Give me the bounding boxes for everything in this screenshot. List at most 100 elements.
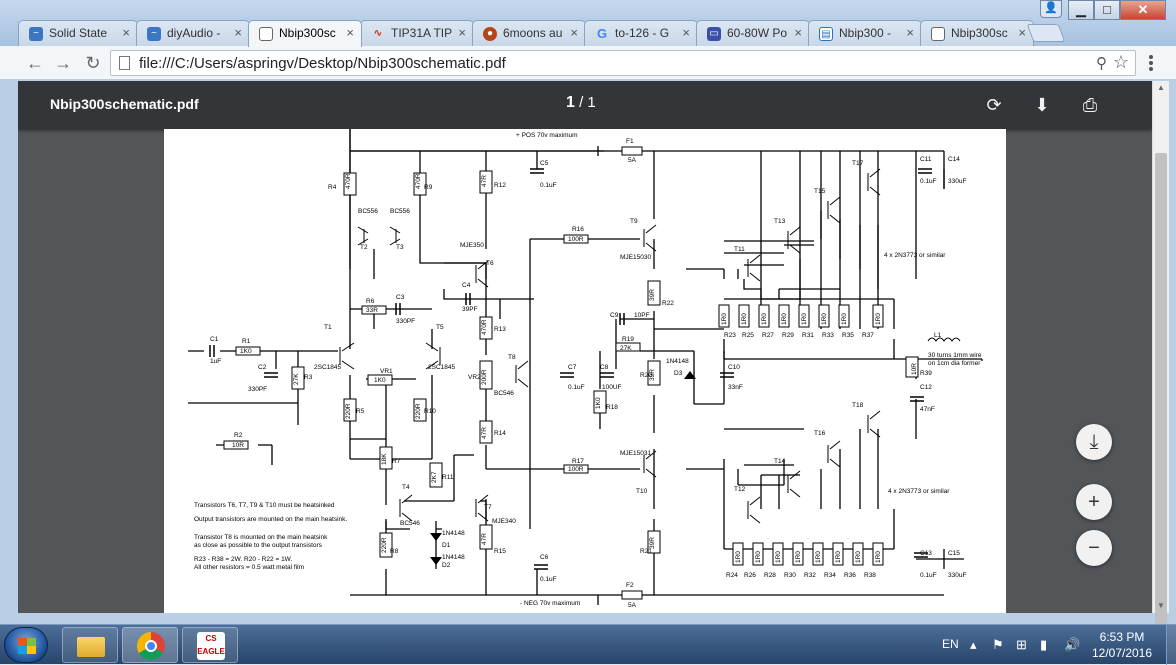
tab-nbip300sc[interactable]: Nbip300sc× — [920, 20, 1034, 46]
value-c1: 1uF — [210, 358, 221, 365]
label-r20: R20 — [640, 372, 652, 379]
clock-date: 12/07/2016 — [1091, 646, 1153, 660]
menu-icon[interactable] — [1142, 54, 1160, 72]
value-r31: 1R0 — [801, 313, 808, 325]
new-tab-button[interactable] — [1026, 24, 1066, 42]
label-r30: R30 — [784, 572, 796, 579]
address-bar[interactable]: file:///C:/Users/aspringv/Desktop/Nbip30… — [110, 50, 1136, 76]
wave-icon: ~ — [147, 27, 161, 41]
action-center-flag-icon[interactable]: ⚑ — [992, 637, 1004, 652]
label-c15: C15 — [948, 550, 960, 557]
scroll-down-icon[interactable]: ▼ — [1157, 601, 1165, 610]
zoom-out-button[interactable]: − — [1076, 530, 1112, 566]
minimize-button[interactable]: ▁ — [1068, 0, 1094, 20]
zoom-in-button[interactable]: + — [1076, 484, 1112, 520]
page-icon — [119, 56, 130, 70]
note-line: Transistors T6, T7, T9 & T10 must be hea… — [194, 502, 335, 509]
user-icon[interactable]: 👤 — [1040, 0, 1062, 18]
close-window-button[interactable]: ✕ — [1120, 0, 1166, 20]
label-t12: T12 — [734, 486, 746, 493]
tab-strip: ~Solid State× ~diyAudio -× Nbip300sc× ∿T… — [0, 0, 1176, 47]
value-r9: 470R — [415, 173, 422, 189]
schematic-capacitors — [209, 168, 932, 570]
type-d3: 1N4148 — [666, 358, 689, 365]
label-r15: R15 — [494, 548, 506, 555]
close-tab-icon[interactable]: × — [570, 25, 578, 40]
label-r17: R17 — [572, 458, 584, 465]
close-tab-icon[interactable]: × — [906, 25, 914, 40]
maximize-button[interactable]: □ — [1094, 0, 1120, 20]
back-arrow-icon[interactable]: ← — [26, 53, 44, 73]
start-button[interactable] — [4, 627, 48, 663]
label-c10: C10 — [728, 364, 740, 371]
note-line: All other resistors = 0.5 watt metal fil… — [194, 564, 304, 571]
volume-icon[interactable]: 🔊 — [1064, 637, 1081, 652]
value-r19: 27K — [620, 345, 632, 352]
label-t18: T18 — [852, 402, 864, 409]
value-r7: 18K — [381, 453, 388, 465]
value-r21: 39R — [649, 537, 656, 549]
close-tab-icon[interactable]: × — [1018, 25, 1026, 40]
tray-up-arrow-icon[interactable]: ▴ — [970, 637, 977, 652]
google-icon: G — [596, 26, 608, 41]
network-signal-icon[interactable]: ▮ — [1040, 637, 1048, 652]
value-r38: 1R0 — [875, 551, 882, 563]
label-t14: T14 — [774, 458, 786, 465]
scrollbar-thumb[interactable] — [1155, 153, 1167, 631]
tab-diyaudio[interactable]: ~diyAudio -× — [136, 20, 250, 46]
tab-nbip300[interactable]: ▤Nbip300 -× — [808, 20, 922, 46]
label-c7: C7 — [568, 364, 577, 371]
reload-icon[interactable]: ↻ — [85, 53, 101, 73]
taskbar-chrome[interactable] — [122, 627, 178, 663]
value-c9: 10PF — [634, 312, 650, 319]
label-t4: T4 — [402, 484, 410, 491]
value-r16: 100R — [568, 236, 584, 243]
show-desktop-button[interactable] — [1166, 625, 1176, 665]
tab-60-80w[interactable]: ▭60-80W Po× — [696, 20, 810, 46]
system-clock[interactable]: 6:53 PM 12/07/2016 — [1090, 629, 1154, 661]
label-r12: R12 — [494, 182, 506, 189]
note-line: Transistor T8 is mounted on the main hea… — [194, 534, 328, 541]
value-r37: 1R0 — [875, 313, 882, 325]
label-c2: C2 — [258, 364, 267, 371]
pdf-viewer: Nbip300schematic.pdf 1 / 1 ⟳ ⬇ ⎙ — [18, 81, 1152, 613]
windows-icon[interactable]: ⊞ — [1016, 637, 1027, 652]
tab-tip31a[interactable]: ∿TIP31A TIP× — [360, 20, 474, 46]
url-text: file:///C:/Users/aspringv/Desktop/Nbip30… — [139, 55, 506, 72]
vertical-scrollbar[interactable]: ▲ ▼ — [1152, 81, 1169, 631]
language-indicator[interactable]: EN — [942, 637, 959, 651]
close-tab-icon[interactable]: × — [794, 25, 802, 40]
label-t17: T17 — [852, 160, 864, 167]
taskbar-explorer[interactable] — [62, 627, 118, 663]
label-t16: T16 — [814, 430, 826, 437]
fit-to-page-button[interactable]: ⤓ — [1076, 424, 1112, 460]
label-c5: C5 — [540, 160, 549, 167]
type-t7: MJE340 — [492, 518, 516, 525]
value-r25: 1R0 — [741, 313, 748, 325]
close-tab-icon[interactable]: × — [458, 25, 466, 40]
schematic-diodes — [430, 371, 696, 565]
close-tab-icon[interactable]: × — [682, 25, 690, 40]
rotate-icon[interactable]: ⟳ — [986, 95, 1002, 115]
print-icon[interactable]: ⎙ — [1082, 95, 1098, 115]
close-tab-icon[interactable]: × — [122, 25, 130, 40]
tab-solid-state[interactable]: ~Solid State× — [18, 20, 138, 46]
bookmark-star-icon[interactable]: ☆ — [1112, 52, 1129, 72]
fit-icon: ⤓ — [1089, 431, 1099, 453]
close-tab-icon[interactable]: × — [346, 25, 354, 40]
zoom-icon[interactable]: ⚲ — [1096, 55, 1107, 72]
label-r3: R3 — [304, 374, 313, 381]
page-indicator: 1 / 1 — [566, 94, 596, 112]
chrome-icon — [137, 632, 165, 660]
windows-logo-icon — [18, 638, 36, 654]
close-tab-icon[interactable]: × — [234, 25, 242, 40]
tab-6moons[interactable]: ●6moons au× — [472, 20, 586, 46]
page-current[interactable]: 1 — [566, 94, 575, 111]
scroll-up-icon[interactable]: ▲ — [1157, 83, 1165, 92]
tab-nbip300-pdf-active[interactable]: Nbip300sc× — [248, 20, 362, 47]
download-icon[interactable]: ⬇ — [1034, 95, 1050, 115]
output-note-top: 4 x 2N3773 or similar — [884, 252, 946, 259]
forward-arrow-icon[interactable]: → — [54, 53, 72, 73]
